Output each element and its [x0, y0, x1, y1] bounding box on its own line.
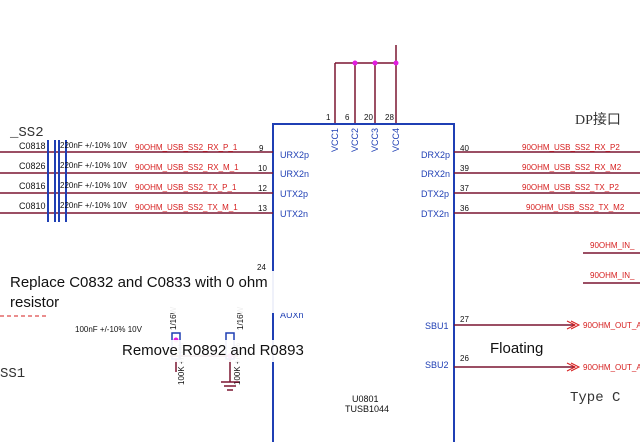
cap-c0816-value: 220nF +/-10% 10V [60, 181, 128, 190]
vcc3-pin-number: 20 [364, 113, 373, 122]
cap-c0810-value: 220nF +/-10% 10V [60, 201, 128, 210]
replace-capacitors-note: Replace C0832 and C0833 with 0 ohm resis… [0, 271, 298, 313]
net-label-usb-ss2-rx-p2: 90OHM_USB_SS2_RX_P2 [522, 143, 620, 152]
vcc2-pin-name: VCC2 [350, 128, 360, 152]
net-label-in: 90OHM_IN_ [590, 241, 635, 250]
connector-type-label: Type C [570, 390, 620, 406]
pin-name-sbu2: SBU2 [425, 360, 449, 370]
resistor-size: 1/16W [236, 306, 245, 330]
left-pin-number: 24 [257, 263, 266, 272]
cap-c0826-value: 220nF +/-10% 10V [60, 161, 128, 170]
sbu1-offpage-arrow [566, 320, 581, 330]
replace-note-text: Replace C0832 and C0833 with 0 ohm resis… [10, 274, 268, 311]
cap-c0818-value: 220nF +/-10% 10V [60, 141, 128, 150]
net-label-sbu1-out: 90OHM_OUT_A [583, 321, 640, 330]
vcc-supply-wires [334, 45, 397, 123]
pin-name-utx2n: UTX2n [280, 209, 308, 219]
right-section-label: DP接口 [575, 111, 621, 128]
net-label-sbu2-out: 90OHM_OUT_A [583, 363, 640, 372]
lower-cap-value: 100nF +/-10% 10V [75, 325, 143, 334]
vcc1-pin-number: 1 [326, 113, 331, 122]
net-label-usb-ss2-rx-m2: 90OHM_USB_SS2_RX_M2 [522, 163, 622, 172]
pin-name-dtx2n: DTX2n [421, 209, 449, 219]
cap-c0810-refdes: C0810 [19, 201, 46, 211]
ground-symbol [221, 372, 239, 391]
floating-note: Floating [486, 338, 552, 360]
capacitor-bank-left [47, 140, 67, 222]
vcc2-pin-number: 6 [345, 113, 350, 122]
vcc3-pin-name: VCC3 [370, 128, 380, 152]
sbu1-pin-number: 27 [460, 315, 469, 324]
remove-note-text: Remove R0892 and R0893 [122, 342, 304, 359]
sbu2-pin-number: 26 [460, 354, 469, 363]
net-label-usb-ss2-rx-p-1: 90OHM_USB_SS2_RX_P_1 [135, 143, 238, 152]
pin-name-urx2p: URX2p [280, 150, 309, 160]
floating-note-text: Floating [490, 340, 544, 357]
right-pin-number: 37 [460, 184, 469, 193]
resistor-value: 100K +/-1% [233, 343, 242, 385]
net-label-usb-ss2-tx-m2: 90OHM_USB_SS2_TX_M2 [526, 203, 625, 212]
resistor-size: 1/16W [169, 306, 178, 330]
left-pin-number: 10 [258, 164, 267, 173]
right-signal-wires [454, 151, 640, 214]
net-label-usb-ss2-tx-p-1: 90OHM_USB_SS2_TX_P_1 [135, 183, 237, 192]
pin-name-utx2p: UTX2p [280, 189, 308, 199]
left-pin-number: 13 [258, 204, 267, 213]
cap-c0826-refdes: C0826 [19, 161, 46, 171]
net-label-usb-ss2-rx-m-1: 90OHM_USB_SS2_RX_M_1 [135, 163, 239, 172]
pin-name-dtx2p: DTX2p [421, 189, 449, 199]
pin-name-drx2n: DRX2n [421, 169, 450, 179]
net-label-in: 90OHM_IN_ [590, 271, 635, 280]
left-pin-number: 12 [258, 184, 267, 193]
pin-name-drx2p: DRX2p [421, 150, 450, 160]
vcc1-pin-name: VCC1 [330, 128, 340, 152]
vcc4-pin-name: VCC4 [391, 128, 401, 152]
pin-name-urx2n: URX2n [280, 169, 309, 179]
remove-resistors-note: Remove R0892 and R0893 [118, 340, 314, 362]
vcc4-pin-number: 28 [385, 113, 394, 122]
junction-dot [372, 60, 378, 66]
right-pin-number: 39 [460, 164, 469, 173]
junction-dot [352, 60, 358, 66]
ic-refdes: U0801 [352, 394, 379, 404]
cap-c0818-refdes: C0818 [19, 141, 46, 151]
right-pin-number: 40 [460, 144, 469, 153]
sbu2-offpage-arrow [566, 362, 581, 372]
junction-dot [393, 60, 399, 66]
pin-name-auxn: AUXn [280, 310, 304, 320]
right-pin-number: 36 [460, 204, 469, 213]
left-signal-wires [0, 151, 273, 214]
resistor-value: 100K +/-1% [177, 343, 186, 385]
net-label-usb-ss2-tx-m-1: 90OHM_USB_SS2_TX_M_1 [135, 203, 238, 212]
pin-name-sbu1: SBU1 [425, 321, 449, 331]
left-section-label: _SS2 [9, 125, 44, 141]
left-bottom-label: SS1 [0, 366, 25, 382]
cap-c0816-refdes: C0816 [19, 181, 46, 191]
ic-part-number: TUSB1044 [345, 404, 389, 414]
net-label-usb-ss2-tx-p2: 90OHM_USB_SS2_TX_P2 [522, 183, 619, 192]
left-pin-number: 9 [259, 144, 264, 153]
